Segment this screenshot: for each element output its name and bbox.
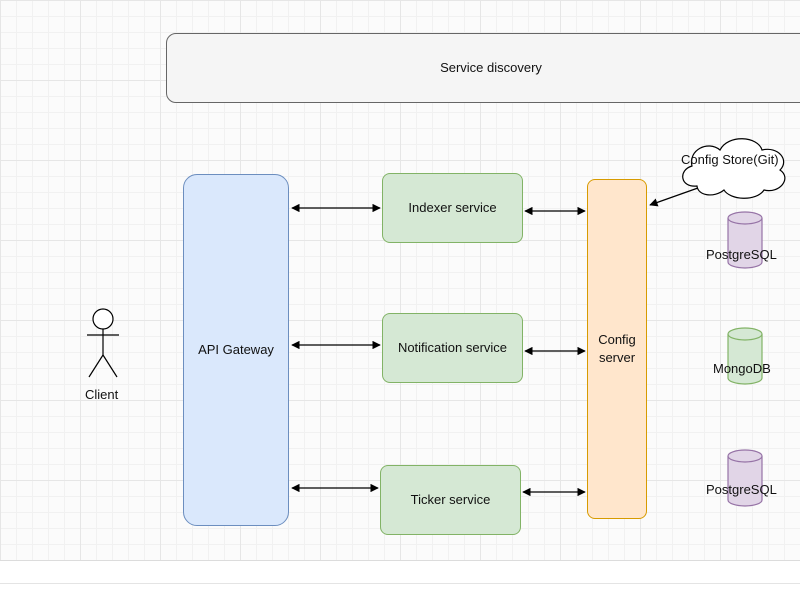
indexer-service-box[interactable]: Indexer service	[382, 173, 523, 243]
config-server-box[interactable]: Config server	[587, 179, 647, 519]
config-server-label: Config server	[598, 332, 636, 365]
notification-service-box[interactable]: Notification service	[382, 313, 523, 383]
postgresql-label: PostgreSQL	[706, 247, 777, 262]
postgresql-db-icon[interactable]	[727, 449, 763, 507]
client-actor-icon[interactable]	[87, 308, 119, 378]
notification-service-label: Notification service	[397, 340, 508, 356]
ticker-service-label: Ticker service	[410, 492, 491, 508]
postgresql-db-icon[interactable]	[727, 211, 763, 269]
service-discovery-label: Service discovery	[440, 60, 542, 76]
connectors-layer	[87, 138, 786, 507]
indexer-service-label: Indexer service	[408, 200, 497, 216]
mongodb-db-icon[interactable]	[727, 327, 763, 385]
postgresql-label: PostgreSQL	[706, 482, 777, 497]
service-discovery-box[interactable]: Service discovery	[166, 33, 800, 103]
client-label: Client	[85, 387, 119, 402]
bottom-bar	[0, 561, 800, 600]
bottom-divider	[0, 583, 800, 584]
diagram-canvas[interactable]: Service discovery	[0, 0, 800, 561]
mongodb-label: MongoDB	[713, 361, 771, 376]
api-gateway-label: API Gateway	[198, 342, 274, 358]
config-store-label: Config Store(Git)	[681, 152, 779, 167]
api-gateway-box[interactable]: API Gateway	[183, 174, 289, 526]
ticker-service-box[interactable]: Ticker service	[380, 465, 521, 535]
config-store-cloud[interactable]	[682, 138, 786, 199]
